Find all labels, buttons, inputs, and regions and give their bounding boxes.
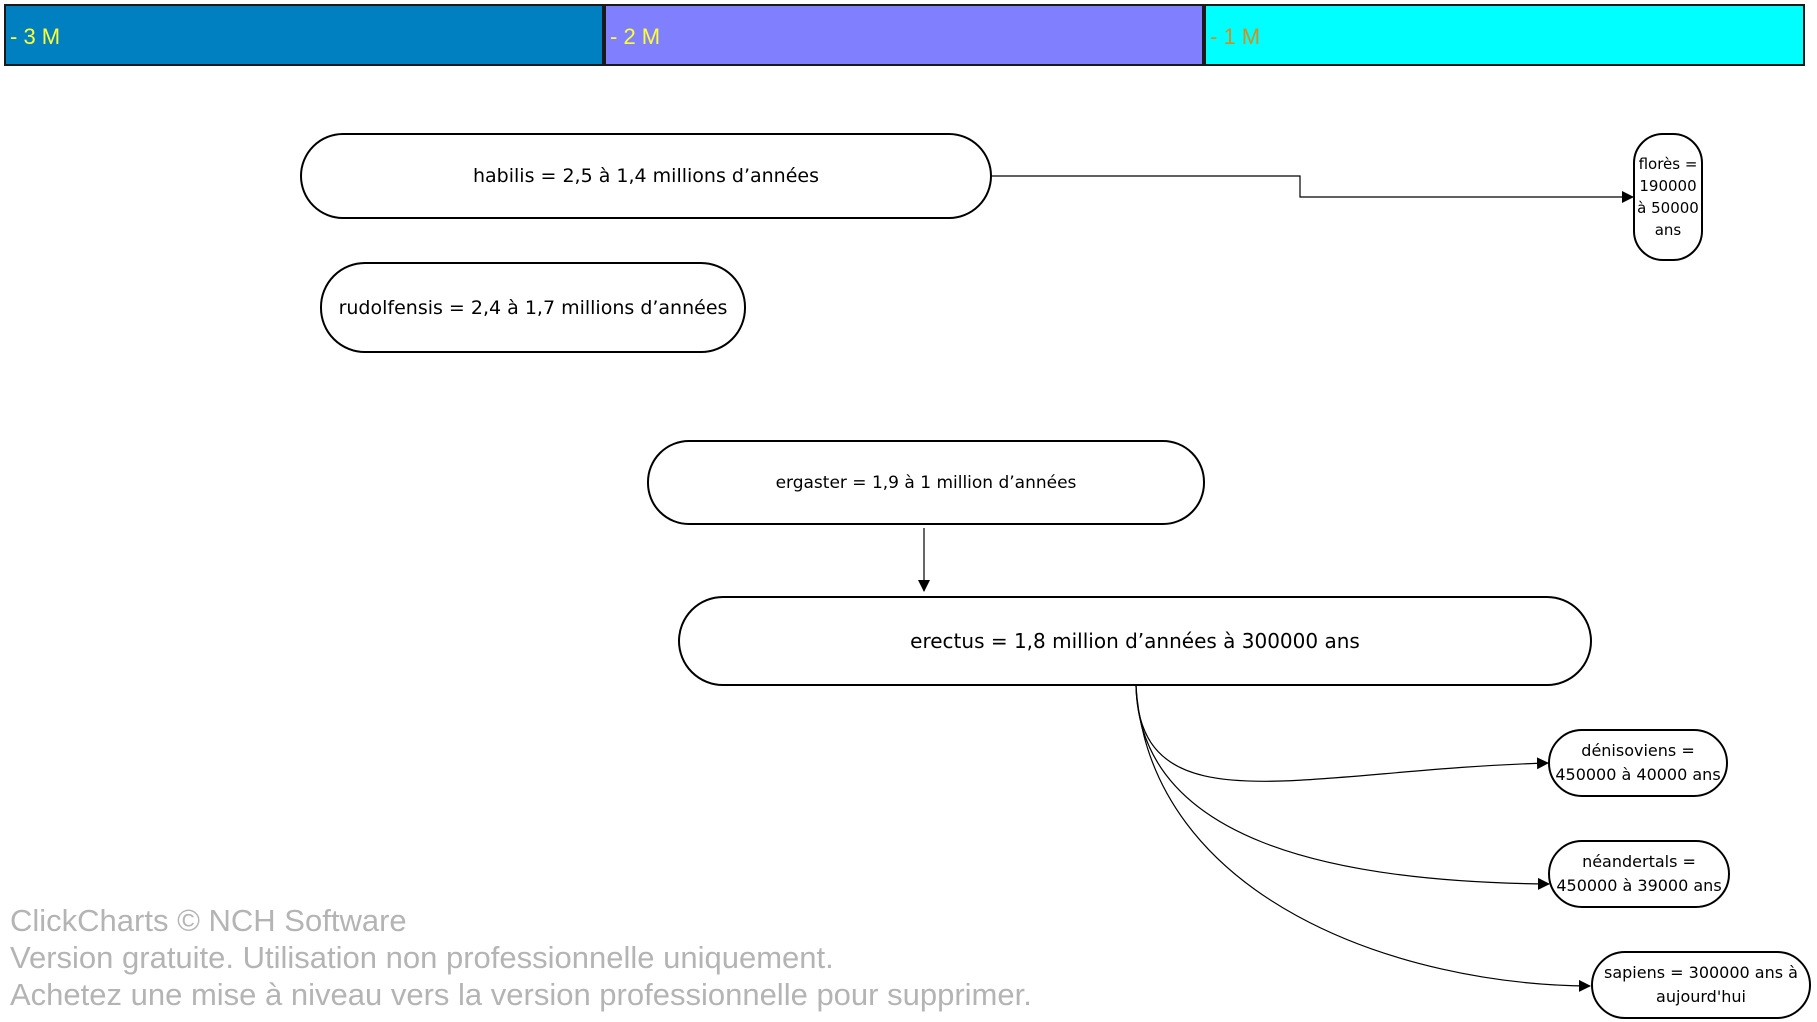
node-erectus[interactable]: erectus = 1,8 million d’années à 300000 … <box>678 596 1592 686</box>
node-sapiens-label: sapiens = 300000 ans à aujourd'hui <box>1604 963 1798 1006</box>
node-erectus-label: erectus = 1,8 million d’années à 300000 … <box>910 629 1360 653</box>
node-flores[interactable]: florès = 190000 à 50000 ans <box>1633 133 1703 261</box>
node-habilis-label: habilis = 2,5 à 1,4 millions d’années <box>472 165 819 187</box>
edge-erectus-to-neandertals <box>1135 685 1550 890</box>
timeline-band-1m-label: - 1 M <box>1210 24 1261 49</box>
node-ergaster-label: ergaster = 1,9 à 1 million d’années <box>775 472 1077 493</box>
watermark-line-2: Version gratuite. Utilisation non profes… <box>10 940 834 975</box>
timeline-band-3m: - 3 M <box>4 4 604 66</box>
watermark-line-1: ClickCharts © NCH Software <box>10 903 407 938</box>
timeline-band-2m-label: - 2 M <box>610 24 661 49</box>
node-denisoviens-label: dénisoviens = 450000 à 40000 ans <box>1555 741 1721 784</box>
node-rudolfensis[interactable]: rudolfensis = 2,4 à 1,7 millions d’année… <box>320 262 746 353</box>
node-neandertals-label: néandertals = 450000 à 39000 ans <box>1556 852 1722 895</box>
timeline-band-2m: - 2 M <box>604 4 1204 66</box>
node-flores-label: florès = 190000 à 50000 ans <box>1637 155 1699 239</box>
edge-erectus-to-denisoviens <box>1135 685 1549 782</box>
node-rudolfensis-label: rudolfensis = 2,4 à 1,7 millions d’année… <box>338 296 728 319</box>
node-sapiens[interactable]: sapiens = 300000 ans à aujourd'hui <box>1591 951 1811 1019</box>
timeline-band-3m-label: - 3 M <box>10 24 61 49</box>
edge-erectus-to-sapiens <box>1135 685 1591 992</box>
watermark-line-3: Achetez une mise à niveau vers la versio… <box>10 977 1032 1012</box>
timeline-band-1m: - 1 M <box>1204 4 1805 66</box>
node-denisoviens[interactable]: dénisoviens = 450000 à 40000 ans <box>1548 729 1728 797</box>
node-ergaster[interactable]: ergaster = 1,9 à 1 million d’années <box>647 440 1205 525</box>
edge-habilis-to-flores <box>992 175 1634 203</box>
node-habilis[interactable]: habilis = 2,5 à 1,4 millions d’années <box>300 133 992 219</box>
node-neandertals[interactable]: néandertals = 450000 à 39000 ans <box>1548 840 1730 908</box>
